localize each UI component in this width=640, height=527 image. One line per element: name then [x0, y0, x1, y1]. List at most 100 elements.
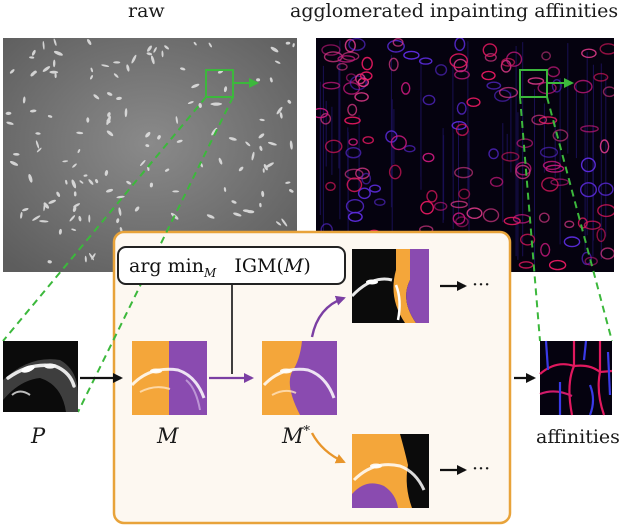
- raw-cell: [193, 41, 197, 46]
- raw-cell: [265, 162, 274, 169]
- raw-cell: [245, 141, 251, 147]
- raw-cell: [270, 46, 279, 53]
- affinity-cell: [593, 72, 609, 82]
- raw-cell: [95, 179, 99, 184]
- affinity-cell: [598, 182, 614, 196]
- raw-cell: [140, 159, 146, 167]
- raw-cell: [289, 140, 293, 150]
- raw-cell: [146, 52, 153, 56]
- affinity-cell: [345, 146, 362, 159]
- raw-cell: [191, 83, 200, 89]
- raw-cell: [29, 56, 35, 59]
- raw-cell: [208, 42, 212, 48]
- raw-cell: [176, 139, 183, 143]
- raw-cell: [289, 189, 294, 193]
- raw-cell: [90, 75, 93, 80]
- raw-cell: [179, 67, 186, 71]
- affinity-cell: [388, 57, 399, 72]
- raw-cell: [118, 207, 122, 216]
- affinity-cell: [498, 86, 519, 99]
- affinity-cell: [599, 43, 614, 55]
- affinity-cell: [373, 198, 386, 206]
- affinity-cell: [599, 139, 610, 154]
- affinity-cell: [347, 103, 358, 116]
- label-m-star: M*: [282, 424, 310, 448]
- raw-cell: [56, 191, 61, 197]
- affinity-cell: [349, 75, 367, 91]
- formula-box: arg minM IGM(M): [117, 246, 346, 285]
- affinity-cell: [564, 220, 575, 229]
- raw-cell: [32, 70, 37, 74]
- raw-cell: [119, 227, 123, 233]
- affinity-cell: [602, 86, 614, 98]
- raw-cell: [48, 199, 57, 204]
- affinity-cell: [515, 161, 532, 176]
- raw-cell: [147, 45, 152, 52]
- raw-cell: [93, 94, 100, 100]
- affinity-cell: [583, 220, 601, 230]
- raw-cell: [83, 174, 88, 177]
- raw-cell: [161, 50, 164, 58]
- raw-cell: [223, 187, 227, 192]
- raw-cell: [175, 116, 178, 124]
- affinity-cell: [324, 139, 343, 154]
- raw-cell: [206, 214, 215, 219]
- affinity-cell: [422, 152, 435, 163]
- raw-cell: [113, 73, 119, 78]
- affinity-cell: [542, 160, 561, 171]
- raw-cell: [116, 218, 120, 224]
- affinity-cell: [581, 48, 597, 59]
- affinity-cell: [456, 102, 467, 115]
- affinity-cell: [357, 77, 369, 88]
- affinity-cell: [482, 208, 500, 223]
- raw-cell: [65, 179, 68, 185]
- argmin-text: arg min: [129, 255, 204, 277]
- flow-arrows: [80, 281, 536, 475]
- raw-cell: [149, 182, 154, 188]
- raw-cell: [35, 140, 40, 149]
- raw-cell: [285, 41, 291, 45]
- affinity-cell: [515, 164, 531, 180]
- raw-cell: [76, 131, 84, 135]
- raw-title: raw: [128, 0, 165, 22]
- affinity-cell: [563, 236, 581, 248]
- raw-cell: [198, 103, 202, 108]
- raw-cell: [157, 135, 161, 140]
- raw-cell: [262, 168, 265, 173]
- raw-cell: [71, 179, 77, 189]
- raw-cell: [54, 73, 57, 79]
- raw-cell: [35, 132, 41, 135]
- affinity-cell: [390, 135, 407, 151]
- affinity-cell: [403, 144, 416, 153]
- affinity-cell: [348, 138, 358, 146]
- raw-cell: [105, 188, 114, 193]
- raw-cell: [274, 60, 281, 64]
- affinity-cell: [403, 50, 420, 60]
- raw-cell: [164, 168, 170, 172]
- affinity-cell: [346, 177, 363, 193]
- raw-cell: [172, 190, 180, 193]
- affinity-cell: [573, 79, 593, 94]
- raw-cell: [242, 209, 251, 213]
- raw-cell: [269, 77, 273, 83]
- affinity-cell: [551, 79, 562, 93]
- affinity-cell: [336, 62, 348, 71]
- affinity-cell: [344, 116, 361, 125]
- raw-cell: [104, 170, 109, 176]
- affinity-cell: [454, 166, 474, 179]
- affinity-cell: [505, 51, 523, 67]
- label-affinities: affinities: [536, 426, 620, 448]
- affinity-cell: [452, 212, 466, 225]
- raw-cell: [228, 137, 237, 141]
- raw-cell: [259, 145, 263, 152]
- raw-cell: [259, 118, 265, 122]
- objective-variable: M: [283, 255, 304, 277]
- label-m-star-superscript: *: [303, 424, 311, 439]
- raw-cell: [131, 54, 137, 64]
- affinity-cell: [361, 56, 373, 71]
- raw-cell: [29, 109, 37, 113]
- affinities-title: agglomerated inpainting affinities: [290, 0, 619, 22]
- affinity-cell: [540, 242, 551, 257]
- affinity-cell: [488, 148, 499, 160]
- raw-cell: [276, 106, 283, 115]
